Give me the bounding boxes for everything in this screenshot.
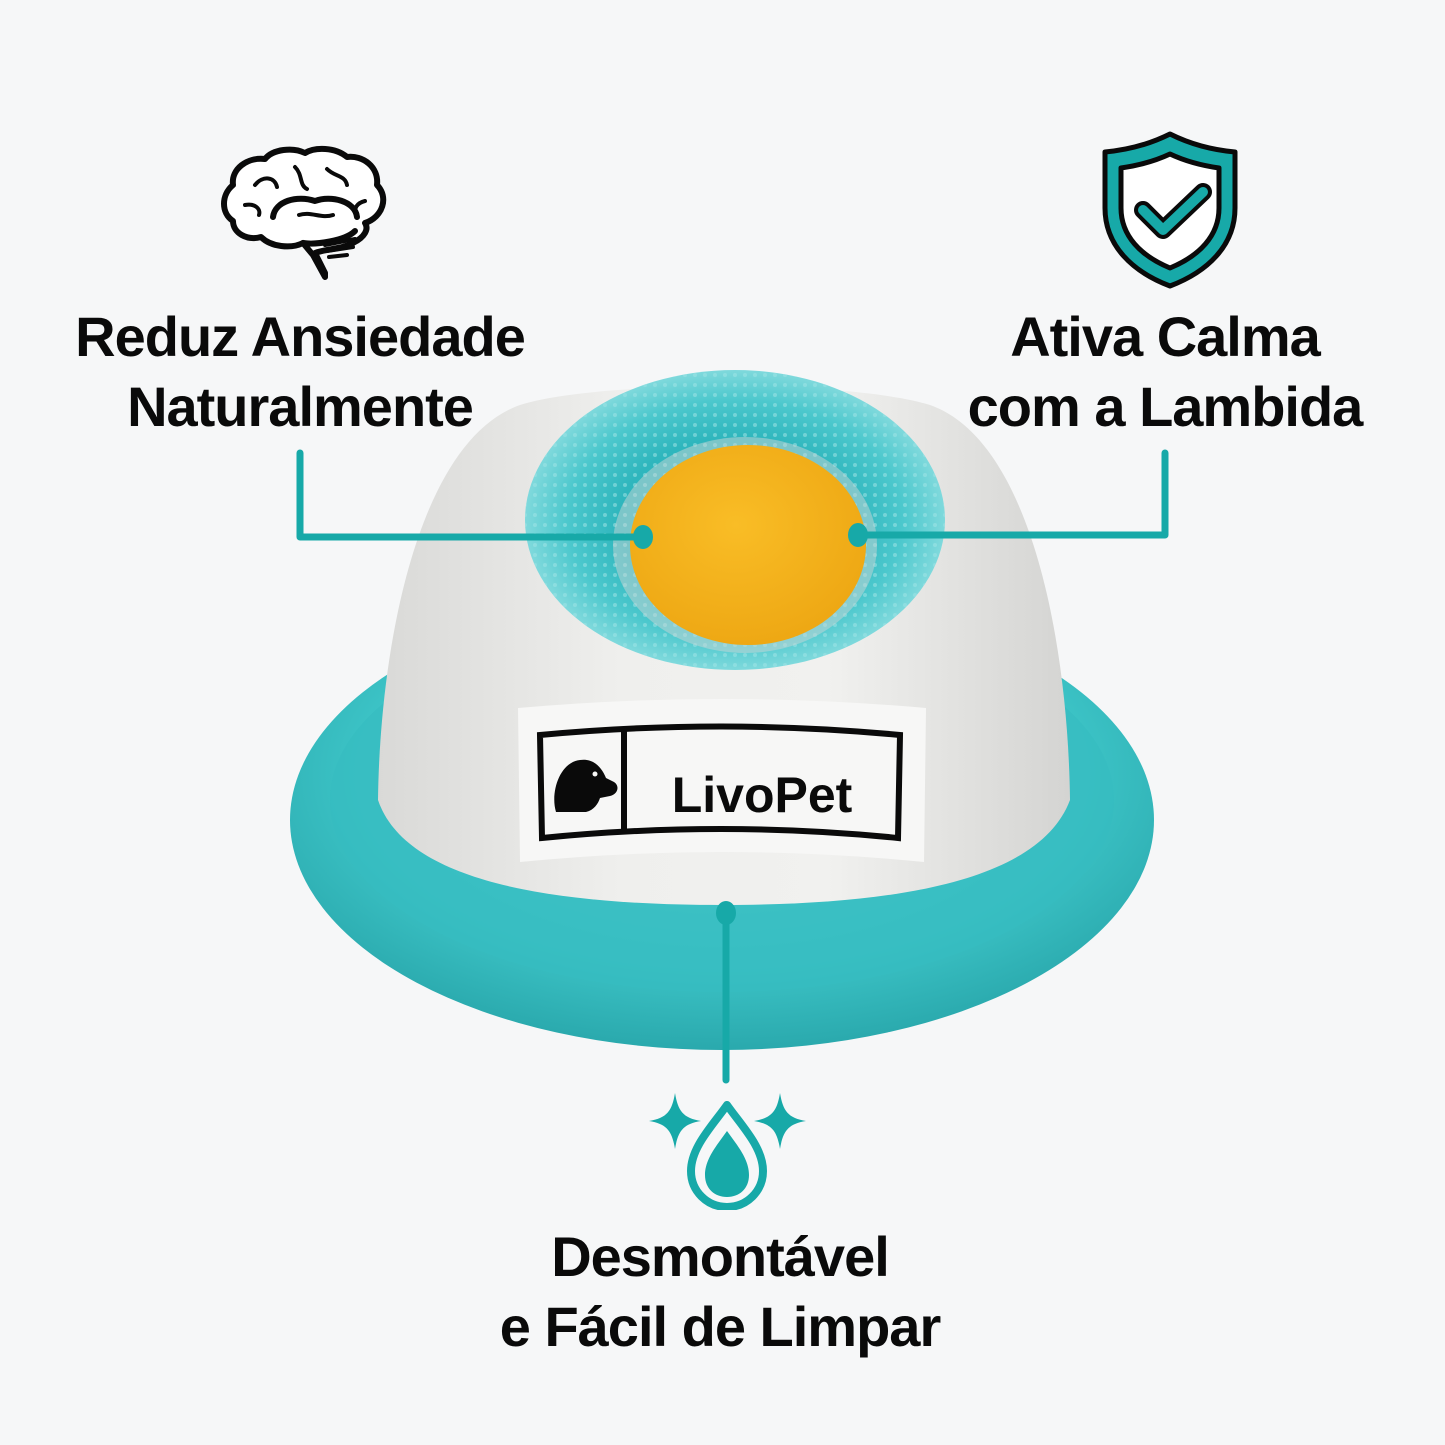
sparkling-water-drop-icon — [649, 1093, 806, 1210]
heading-line: Naturalmente — [127, 375, 474, 438]
dog-head-icon — [554, 759, 618, 812]
callout-line-right — [854, 449, 1169, 539]
shield-check-icon — [1102, 131, 1238, 289]
sparkle-left-icon — [649, 1093, 701, 1149]
heading-line: Ativa Calma — [1010, 305, 1321, 368]
sparkle-right-icon — [754, 1093, 806, 1149]
brand-label — [518, 699, 926, 862]
feature-heading-activates-calm: Ativa Calma com a Lambida — [935, 302, 1395, 442]
callout-dot-bottom — [716, 901, 736, 925]
feature-heading-easy-clean: Desmontável e Fácil de Limpar — [450, 1222, 990, 1362]
brand-name-text: LivoPet — [672, 767, 853, 823]
callout-dot-right — [848, 523, 868, 547]
heading-line: Reduz Ansiedade — [75, 305, 526, 368]
heading-line: com a Lambida — [967, 375, 1364, 438]
callout-dot-left — [633, 525, 653, 549]
yellow-lick-pad — [630, 445, 866, 645]
heading-line: Desmontável — [551, 1225, 890, 1288]
feature-heading-reduces-anxiety: Reduz Ansiedade Naturalmente — [40, 302, 560, 442]
callout-line-left — [296, 449, 647, 541]
brain-icon — [221, 145, 387, 280]
heading-line: e Fácil de Limpar — [499, 1295, 942, 1358]
